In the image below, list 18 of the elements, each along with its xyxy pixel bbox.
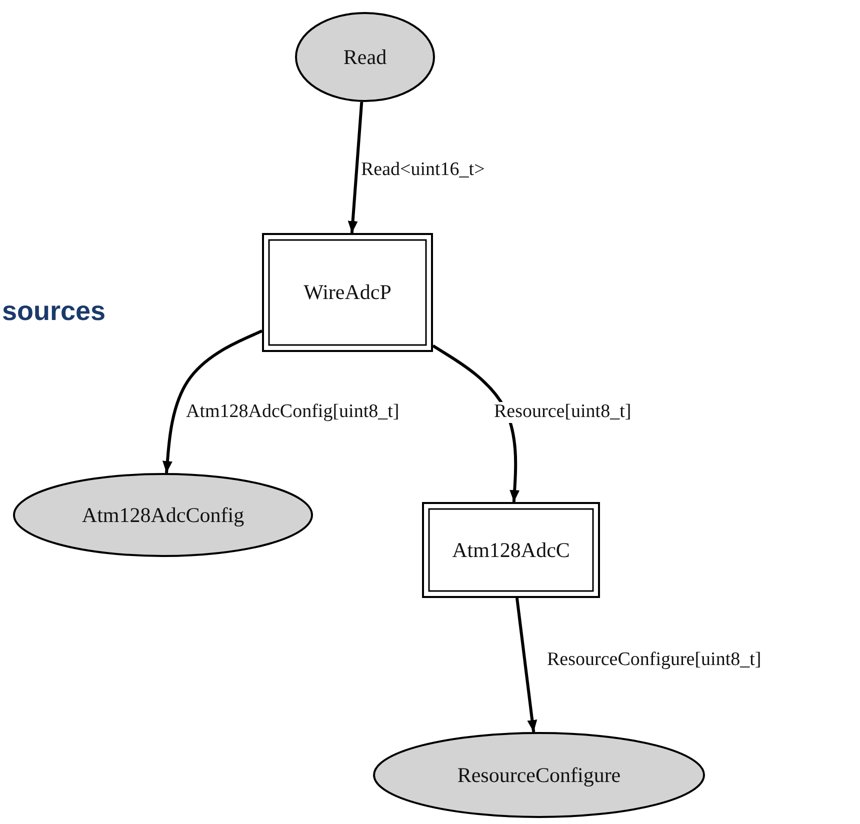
component-box (262, 233, 433, 352)
arrow (515, 598, 538, 732)
edge-label: Atm128AdcConfig[uint8_t] (185, 402, 400, 423)
heading-text: sources (2, 296, 106, 327)
interface-ellipse (13, 473, 313, 557)
node-label: WireAdcP (304, 280, 392, 305)
component-box (422, 502, 600, 598)
node-label: Read (343, 44, 387, 70)
edge-label: Resource[uint8_t] (493, 402, 632, 423)
arrow (432, 344, 520, 502)
node-label: Atm128AdcConfig (82, 502, 244, 528)
node-label: Atm128AdcC (452, 538, 570, 562)
interface-ellipse (373, 732, 705, 818)
node-label: ResourceConfigure (457, 762, 621, 788)
arrow (348, 102, 364, 234)
interface-ellipse (295, 12, 435, 102)
edge-label: ResourceConfigure[uint8_t] (546, 650, 762, 671)
arrow (162, 330, 263, 474)
